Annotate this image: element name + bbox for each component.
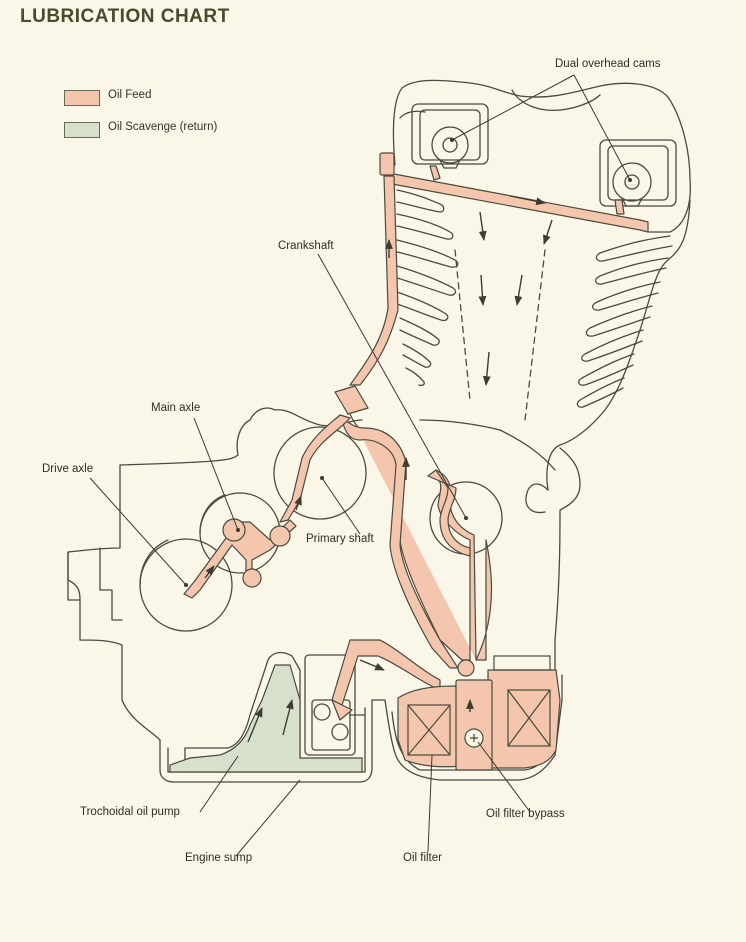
legend-label-oil-scavenge: Oil Scavenge (return) — [108, 121, 218, 133]
primary-shaft-gear — [273, 426, 367, 520]
leader-primary-shaft — [321, 477, 361, 535]
oil-filter-element-left — [407, 704, 451, 756]
left-cam-housing — [411, 103, 489, 165]
label-oil-filter: Oil filter — [403, 852, 442, 864]
leader-sump — [235, 779, 301, 857]
oil-scavenge-area — [169, 664, 363, 773]
leader-filter — [427, 754, 433, 853]
label-main-axle: Main axle — [151, 402, 201, 414]
right-cam-icon — [612, 162, 652, 202]
label-engine-sump: Engine sump — [185, 852, 253, 864]
label-primary-shaft: Primary shaft — [306, 533, 374, 545]
engine-sump-outline — [159, 674, 563, 783]
legend-swatch-oil-scavenge — [64, 122, 100, 138]
cooling-fins-left — [396, 189, 459, 387]
leader-pump — [199, 755, 239, 813]
left-cam-icon — [431, 126, 469, 164]
label-oil-filter-bypass: Oil filter bypass — [486, 808, 565, 820]
label-drive-axle: Drive axle — [42, 463, 94, 475]
oil-filter-element-right — [507, 689, 551, 747]
chart-title: LUBRICATION CHART — [20, 6, 230, 27]
leader-bypass — [477, 741, 531, 813]
cooling-fins-right — [576, 235, 673, 408]
cylinder-head-outline — [392, 79, 691, 233]
legend-label-oil-feed: Oil Feed — [108, 89, 152, 101]
legend-swatch-oil-feed — [64, 90, 100, 106]
leader-crankshaft — [317, 253, 467, 519]
leader-main-axle — [193, 417, 239, 531]
label-crankshaft: Crankshaft — [278, 240, 334, 252]
leader-drive-axle — [89, 477, 187, 586]
leader-dual-cams-right — [573, 74, 631, 181]
trochoidal-oil-pump — [184, 651, 301, 761]
label-dual-overhead-cams: Dual overhead cams — [555, 58, 661, 70]
crankcase-outline — [67, 407, 276, 741]
label-trochoidal-oil-pump: Trochoidal oil pump — [80, 806, 180, 818]
leader-dual-cams-left — [451, 74, 575, 141]
head-oil-riser — [349, 175, 399, 386]
right-cam-housing — [599, 139, 677, 207]
